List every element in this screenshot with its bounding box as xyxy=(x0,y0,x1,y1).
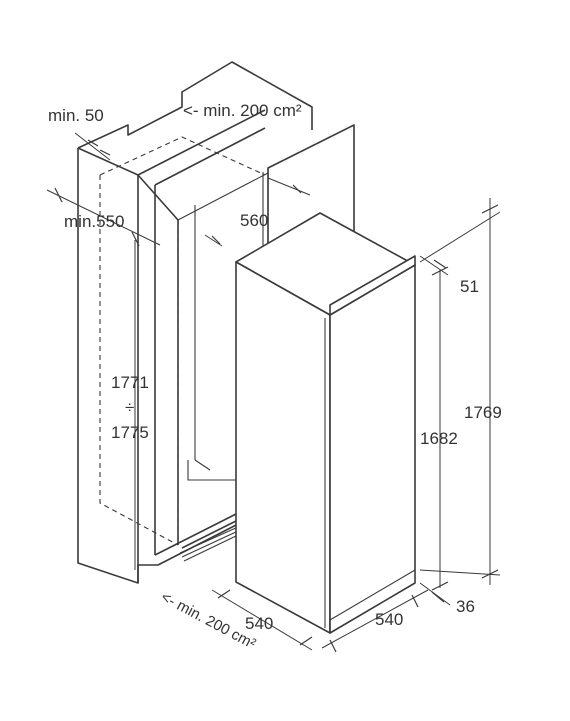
label-540-right: 540 xyxy=(375,610,403,629)
label-min-200-top: <- min. 200 cm² xyxy=(183,101,302,120)
dimension-lines xyxy=(46,132,501,653)
fridge-appliance xyxy=(235,212,416,634)
label-min-550: min.550 xyxy=(64,212,124,231)
label-540-left: 540 xyxy=(245,614,273,633)
label-1769: 1769 xyxy=(464,403,502,422)
label-min-200-bottom: <- min. 200 cm² xyxy=(158,589,258,653)
label-36: 36 xyxy=(456,597,475,616)
label-1771: 1771 xyxy=(111,373,149,392)
label-560: 560 xyxy=(240,211,268,230)
label-1775: 1775 xyxy=(111,423,149,442)
label-divide: ÷ xyxy=(125,398,134,417)
label-1682: 1682 xyxy=(420,429,458,448)
label-51: 51 xyxy=(460,277,479,296)
label-min-50: min. 50 xyxy=(48,106,104,125)
